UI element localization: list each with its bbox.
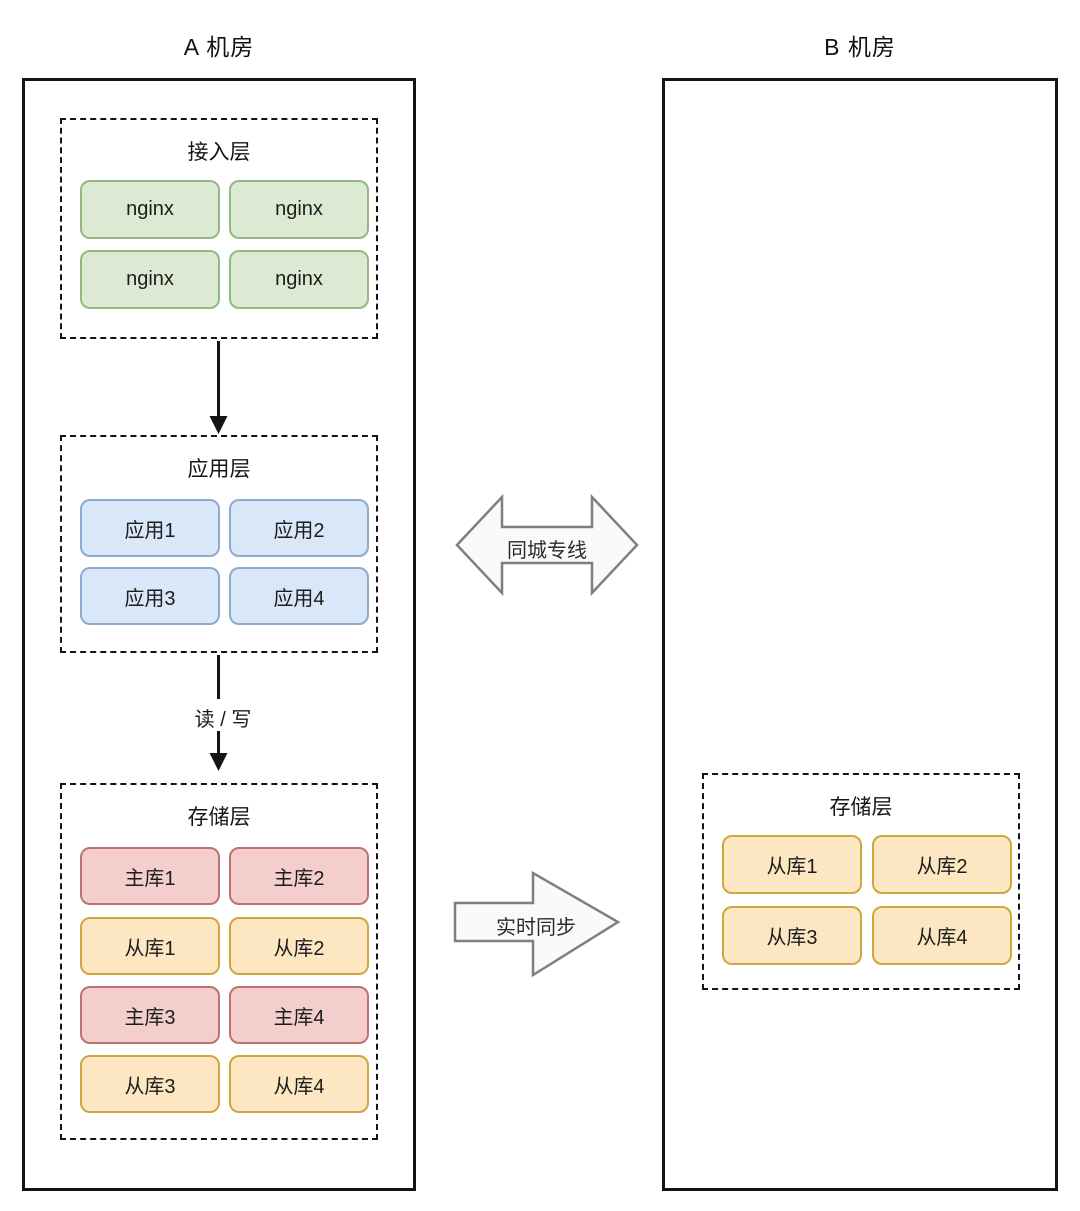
app-layer-title: 应用层 xyxy=(187,458,251,481)
access-layer-box: 接入层 nginx nginx nginx nginx xyxy=(60,118,378,339)
city-link-label: 同城专线 xyxy=(507,540,587,562)
slave-db-node: 从库4 xyxy=(229,1055,369,1113)
slave-db-node: 从库3 xyxy=(722,906,862,965)
datacenter-a-title: A 机房 xyxy=(183,34,255,60)
master-db-node: 主库2 xyxy=(229,847,369,905)
access-layer-title: 接入层 xyxy=(187,141,251,164)
slave-db-node: 从库3 xyxy=(80,1055,220,1113)
app-layer-box: 应用层 应用1 应用2 应用3 应用4 xyxy=(60,435,378,653)
slave-db-node: 从库4 xyxy=(872,906,1012,965)
app-node: 应用1 xyxy=(80,499,220,557)
slave-db-node: 从库2 xyxy=(872,835,1012,894)
nginx-node: nginx xyxy=(229,250,369,309)
storage-layer-a-box: 存储层 主库1 主库2 从库1 从库2 主库3 主库4 从库3 从库4 xyxy=(60,783,378,1140)
app-node: 应用3 xyxy=(80,567,220,625)
slave-db-node: 从库1 xyxy=(722,835,862,894)
nginx-node: nginx xyxy=(80,180,220,239)
master-db-node: 主库3 xyxy=(80,986,220,1044)
read-write-label: 读 / 写 xyxy=(194,709,252,731)
app-node: 应用4 xyxy=(229,567,369,625)
slave-db-node: 从库1 xyxy=(80,917,220,975)
app-node: 应用2 xyxy=(229,499,369,557)
master-db-node: 主库4 xyxy=(229,986,369,1044)
realtime-sync-label: 实时同步 xyxy=(496,917,576,939)
slave-db-node: 从库2 xyxy=(229,917,369,975)
datacenter-b-title: B 机房 xyxy=(824,34,896,60)
master-db-node: 主库1 xyxy=(80,847,220,905)
storage-layer-b-box: 存储层 从库1 从库2 从库3 从库4 xyxy=(702,773,1020,990)
storage-layer-a-title: 存储层 xyxy=(187,806,251,829)
storage-layer-b-title: 存储层 xyxy=(829,796,893,819)
datacenter-b-box xyxy=(662,78,1058,1191)
nginx-node: nginx xyxy=(80,250,220,309)
nginx-node: nginx xyxy=(229,180,369,239)
